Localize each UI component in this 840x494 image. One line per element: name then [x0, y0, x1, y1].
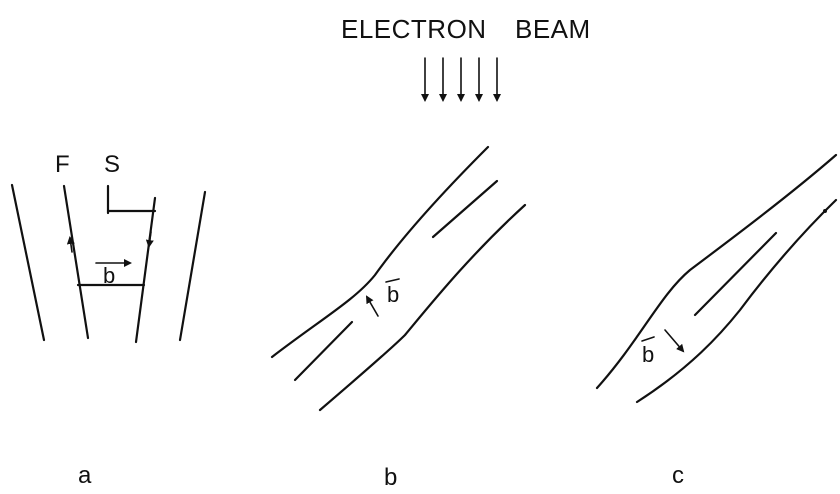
panel-c-burgers-vector-arrow — [664, 329, 685, 353]
panel-b-lower-boundary — [318, 203, 527, 412]
beam-label-left: ELECTRON — [341, 14, 487, 44]
panel-a-label: a — [78, 462, 92, 489]
panel-c-upper-boundary — [595, 153, 838, 390]
panel-a-outer-left-boundary — [10, 183, 46, 342]
panel-a-burgers-vector-label: b — [103, 263, 115, 288]
panel-a-dislocation-S — [134, 196, 157, 344]
panel-c-burgers-vector-label: b — [642, 342, 654, 367]
panel-c-label: c — [672, 462, 684, 489]
panel-a-right-label: S — [104, 151, 120, 178]
panel-b-burgers-vector-arrow — [365, 295, 379, 317]
panel-a-dislocation-F — [62, 184, 90, 340]
panel-b-label: b — [384, 464, 397, 491]
panel-b: b b — [270, 145, 527, 491]
panel-c: b c — [595, 153, 838, 489]
panel-b-upper-dislocation — [431, 179, 499, 239]
panel-c-dot — [823, 209, 827, 213]
beam-label-right: BEAM — [515, 14, 591, 44]
panel-b-burgers-vector-label: b — [387, 282, 399, 307]
panel-b-upper-boundary — [270, 145, 490, 359]
panel-b-vector-label-bar — [385, 278, 400, 283]
panel-a: F S b a — [10, 151, 207, 489]
panel-a-left-label: F — [55, 151, 70, 178]
panel-a-arrow-F — [66, 236, 75, 253]
panel-a-outer-right-boundary — [178, 190, 207, 342]
electron-beam: ELECTRON BEAM — [341, 14, 591, 102]
panel-c-dislocation — [693, 231, 778, 317]
panel-c-lower-boundary — [635, 198, 838, 404]
beam-arrows — [421, 57, 501, 102]
panel-a-arrow-S — [145, 231, 154, 248]
panel-b-lower-dislocation — [293, 320, 354, 382]
panel-c-vector-label-bar — [641, 336, 655, 342]
